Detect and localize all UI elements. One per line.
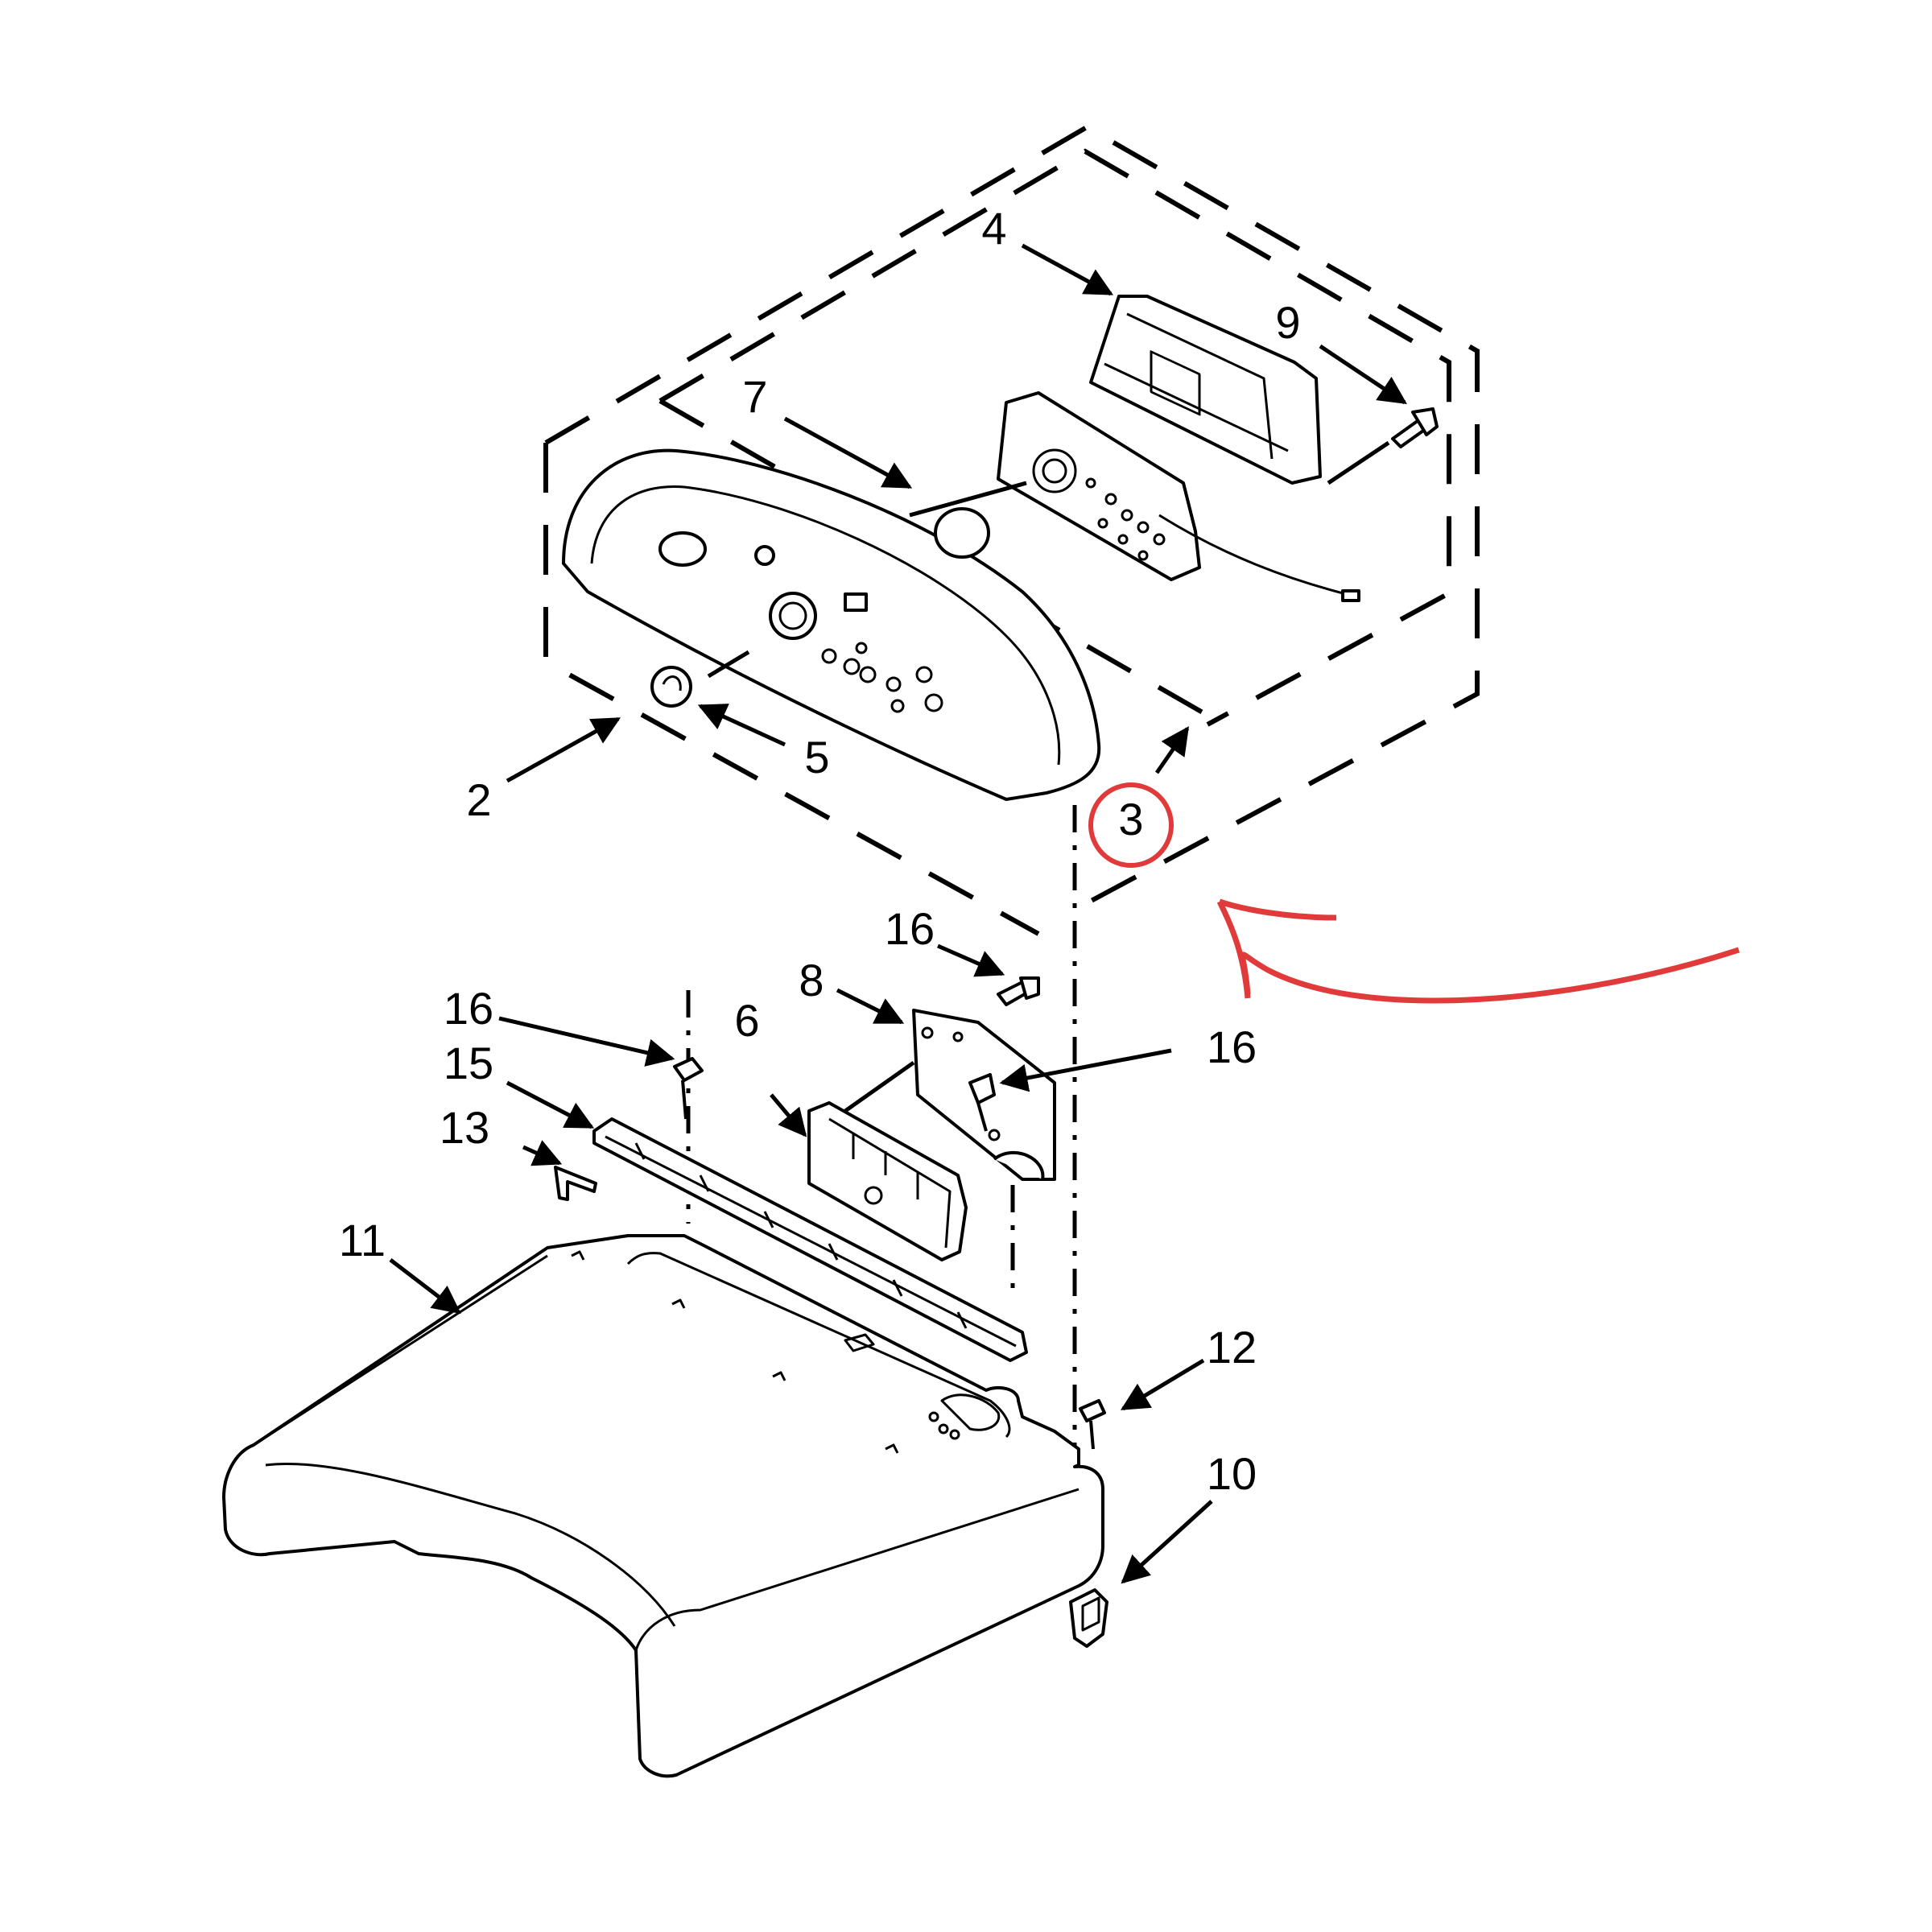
screw-16-bracket (968, 1073, 996, 1132)
callout-8: 8 (799, 955, 824, 1005)
screw-9 (1391, 407, 1439, 448)
screw-12 (1079, 1399, 1106, 1450)
screw-16-left (673, 1057, 704, 1120)
screw-16-top (997, 976, 1040, 1006)
callout-labels: 4 9 7 2 5 3 16 8 6 16 16 15 13 11 12 10 (339, 203, 1301, 1499)
clip-10 (1069, 1588, 1108, 1648)
callout-10: 10 (1207, 1448, 1257, 1499)
control-panel-console (562, 448, 1101, 801)
console-assembly-outline (543, 124, 1480, 936)
callout-5: 5 (804, 732, 829, 782)
electronic-module (807, 1101, 968, 1261)
callout-2: 2 (466, 774, 491, 825)
callout-4: 4 (981, 203, 1006, 254)
callout-3: 3 (1118, 794, 1143, 844)
callout-16-right: 16 (1207, 1022, 1257, 1072)
user-interface-board (997, 391, 1360, 602)
hinge-13 (554, 1166, 597, 1201)
callout-7: 7 (742, 371, 767, 422)
callout-11: 11 (339, 1215, 386, 1265)
highlight-arrow (1240, 947, 1740, 1004)
callout-15: 15 (444, 1038, 493, 1088)
main-control-board (1089, 295, 1322, 485)
highlight-arrow-head (1218, 898, 1337, 921)
callout-9: 9 (1275, 297, 1300, 348)
callout-16-top: 16 (885, 903, 935, 954)
callout-6: 6 (734, 995, 759, 1046)
console-bracket-strip (592, 1117, 1028, 1362)
leader-lines (389, 243, 1407, 1584)
knob-overlay-disc (934, 507, 990, 559)
selector-knob (650, 666, 692, 708)
highlight-circle (1088, 782, 1174, 868)
highlight-annotation (1088, 782, 1740, 1004)
callout-13: 13 (440, 1102, 489, 1153)
top-panel (222, 1234, 1104, 1778)
callout-16-left: 16 (444, 983, 493, 1034)
callout-12: 12 (1207, 1322, 1257, 1373)
